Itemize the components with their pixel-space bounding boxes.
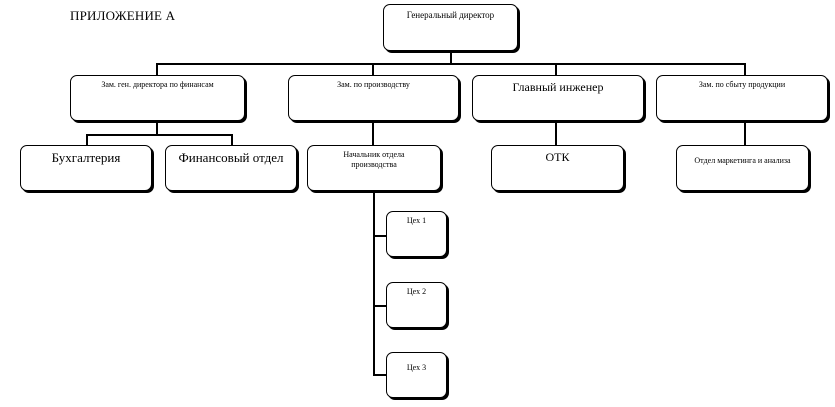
connector-to-workshop-2 xyxy=(373,305,387,307)
node-chief-engineer-label: Главный инженер xyxy=(512,80,604,94)
connector-ceo-down xyxy=(450,50,452,64)
connector-to-chief-engineer xyxy=(555,63,557,76)
node-production-head: Начальник отдела производства xyxy=(307,145,441,191)
connector-to-deputy-sales xyxy=(744,63,746,76)
connector-to-production-head xyxy=(372,121,374,146)
node-workshop-2: Цех 2 xyxy=(386,282,447,328)
node-deputy-production: Зам. по производству xyxy=(288,75,459,121)
connector-workshops-spine xyxy=(373,190,375,375)
node-deputy-sales: Зам. по сбыту продукции xyxy=(656,75,828,121)
connector-finance-down xyxy=(156,121,158,136)
connector-finance-bus xyxy=(86,134,233,136)
connector-to-workshop-3 xyxy=(373,374,387,376)
node-deputy-finance: Зам. ген. директора по финансам xyxy=(70,75,245,121)
connector-to-deputy-finance xyxy=(156,63,158,76)
node-marketing-department-label: Отдел маркетинга и анализа xyxy=(694,156,791,165)
connector-level1-bus xyxy=(156,63,745,65)
node-general-director-label: Генеральный директор xyxy=(406,10,495,20)
connector-to-marketing xyxy=(744,121,746,146)
node-chief-engineer: Главный инженер xyxy=(472,75,644,121)
node-deputy-sales-label: Зам. по сбыту продукции xyxy=(698,80,786,89)
node-workshop-2-label: Цех 2 xyxy=(406,287,427,296)
connector-to-workshop-1 xyxy=(373,235,387,237)
node-workshop-3: Цех 3 xyxy=(386,352,447,398)
node-qc-department-label: ОТК xyxy=(545,150,570,164)
node-deputy-production-label: Зам. по производству xyxy=(337,80,410,89)
node-production-head-label: Начальник отдела производства xyxy=(343,150,405,169)
node-finance-department: Финансовый отдел xyxy=(165,145,297,191)
node-finance-department-label: Финансовый отдел xyxy=(178,150,284,165)
connector-to-qc xyxy=(555,121,557,146)
node-accounting-label: Бухгалтерия xyxy=(51,150,121,165)
connector-to-finance-department xyxy=(231,134,233,146)
connector-to-accounting xyxy=(86,134,88,146)
node-workshop-1: Цех 1 xyxy=(386,211,447,257)
node-workshop-3-label: Цех 3 xyxy=(406,363,427,372)
connector-to-deputy-production xyxy=(372,63,374,76)
node-marketing-department: Отдел маркетинга и анализа xyxy=(676,145,809,191)
appendix-caption: ПРИЛОЖЕНИЕ А xyxy=(70,8,176,23)
node-accounting: Бухгалтерия xyxy=(20,145,152,191)
node-general-director: Генеральный директор xyxy=(383,4,518,51)
node-workshop-1-label: Цех 1 xyxy=(406,216,427,225)
node-deputy-finance-label: Зам. ген. директора по финансам xyxy=(101,80,214,89)
node-qc-department: ОТК xyxy=(491,145,624,191)
